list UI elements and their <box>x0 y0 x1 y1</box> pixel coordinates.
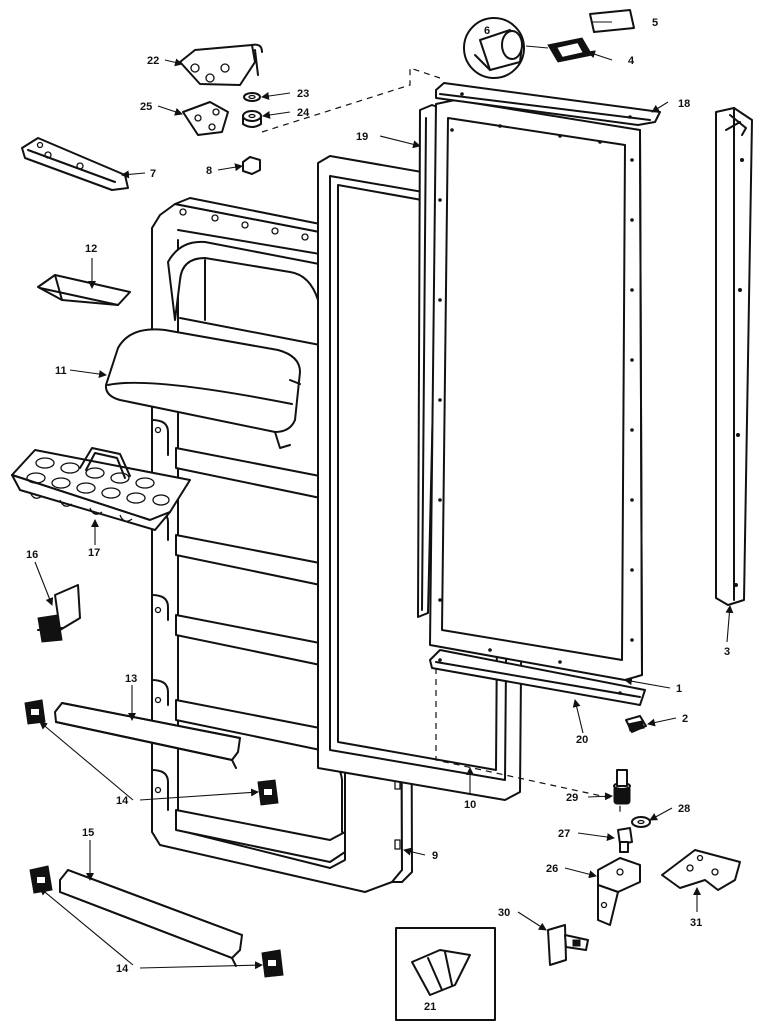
handle-part-3 <box>715 107 753 606</box>
lower-hinge-part-26 <box>597 857 641 926</box>
roller-part-29 <box>613 769 631 805</box>
dashed-path-lower <box>435 668 621 815</box>
shelf-bar-part-13 <box>54 702 241 769</box>
callout-labels: 5 4 6 18 19 22 23 25 24 7 8 12 11 17 16 … <box>26 17 730 1013</box>
callout-16: 16 <box>26 549 38 561</box>
callout-6: 6 <box>484 25 490 37</box>
callout-26: 26 <box>546 863 558 875</box>
callout-3: 3 <box>724 646 730 658</box>
callout-4: 4 <box>628 55 635 67</box>
callout-20: 20 <box>576 734 588 746</box>
callout-11: 11 <box>55 365 67 377</box>
leader-lines <box>34 21 734 970</box>
callout-13: 13 <box>125 673 137 685</box>
callout-31: 31 <box>690 917 702 929</box>
nut-part-8 <box>242 156 261 175</box>
callout-14-upper: 14 <box>116 795 129 807</box>
dashed-path-upper <box>261 67 441 133</box>
washer-part-28 <box>631 816 651 828</box>
callout-2: 2 <box>682 713 688 725</box>
callout-7: 7 <box>150 168 156 180</box>
callout-9: 9 <box>432 850 438 862</box>
dispenser-part-6 <box>463 17 525 79</box>
callout-17: 17 <box>88 547 100 559</box>
hinge-plate-part-31 <box>661 849 741 891</box>
callout-10: 10 <box>464 799 476 811</box>
plug-part-2 <box>625 715 647 733</box>
top-channel-part-18 <box>435 82 661 126</box>
plate-part-25 <box>182 101 229 136</box>
tray-part-12 <box>37 274 131 306</box>
pin-part-27 <box>617 827 633 853</box>
label-part-5 <box>589 9 635 33</box>
egg-tray-part-17 <box>11 447 191 531</box>
handle-bracket-part-7 <box>21 137 129 191</box>
callout-15: 15 <box>82 827 94 839</box>
callout-14-lower: 14 <box>116 963 129 975</box>
callout-22: 22 <box>147 55 159 67</box>
bracket-part-16 <box>37 584 81 643</box>
dairy-door-part-11 <box>104 328 301 449</box>
plate-part-4 <box>525 37 593 63</box>
bottom-channel-part-20 <box>429 649 646 706</box>
shelf-bar-part-15 <box>59 869 243 967</box>
outer-door-panel-part-1 <box>429 99 643 681</box>
callout-28: 28 <box>678 803 690 815</box>
callout-8: 8 <box>206 165 212 177</box>
callout-12: 12 <box>85 243 97 255</box>
bracket-part-30 <box>547 924 589 966</box>
washer-part-23 <box>243 92 261 102</box>
callout-23: 23 <box>297 88 309 100</box>
callout-29: 29 <box>566 792 578 804</box>
callout-21: 21 <box>424 1001 436 1013</box>
callout-27: 27 <box>558 828 570 840</box>
callout-25: 25 <box>140 101 152 113</box>
callout-24: 24 <box>297 107 310 119</box>
callout-19: 19 <box>356 131 368 143</box>
hinge-part-22 <box>179 43 263 86</box>
callout-18: 18 <box>678 98 690 110</box>
callout-5: 5 <box>652 17 658 29</box>
bushing-part-24 <box>242 110 262 128</box>
callout-1: 1 <box>676 683 682 695</box>
callout-30: 30 <box>498 907 510 919</box>
clip-box-part-21 <box>395 927 496 1021</box>
end-caps-part-14 <box>24 699 284 978</box>
